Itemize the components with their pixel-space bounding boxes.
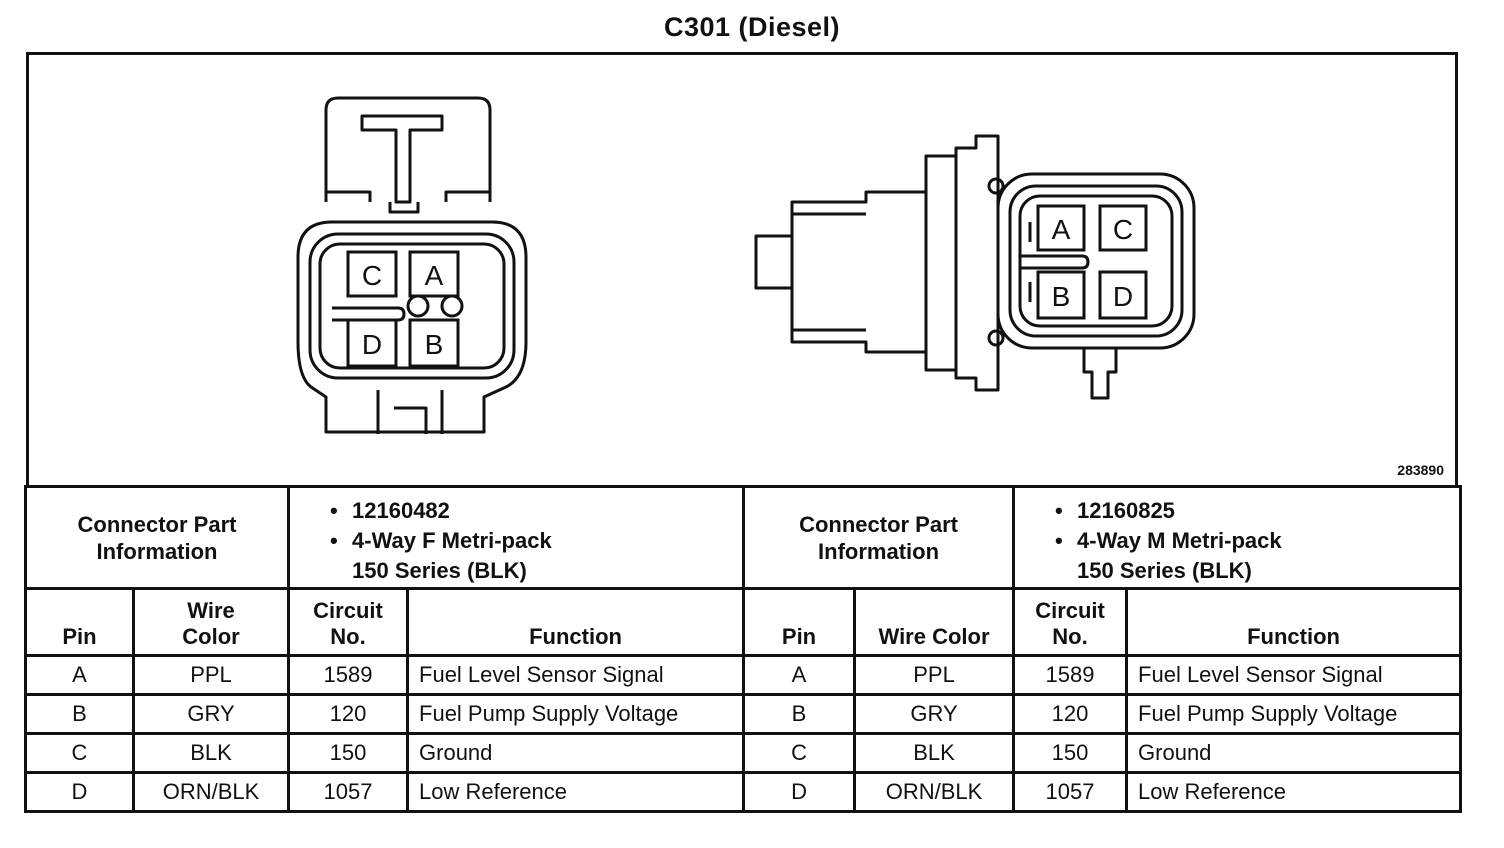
column-header-function: Function <box>406 587 746 657</box>
part-bullet: • 4-Way M Metri-pack 150 Series (BLK) <box>1021 526 1453 586</box>
function-cell: Ground <box>406 732 746 774</box>
column-header-circuit: Circuit No. <box>287 587 410 657</box>
circuit-cell: 150 <box>287 732 410 774</box>
male-cavity-boxes <box>1036 204 1148 320</box>
header-text: Circuit No. <box>313 598 383 649</box>
pin-cell: A <box>742 654 857 696</box>
header-text: Wire Color <box>182 598 240 649</box>
header-text: Wire Color <box>878 624 990 649</box>
bullet-icon: • <box>1055 498 1063 523</box>
table-row: C BLK 150 Ground C BLK 150 Ground <box>24 732 1463 774</box>
part-info-label: Connector Part Information <box>742 485 1016 590</box>
header-text: Circuit No. <box>1035 598 1105 649</box>
header-text: Function <box>529 624 622 649</box>
circuit-cell: 1589 <box>1012 654 1129 696</box>
column-header-wire-color: Wire Color <box>853 587 1016 657</box>
header-text: Pin <box>62 624 97 649</box>
header-text: Pin <box>781 624 817 649</box>
part-info-details: • 12160825 • 4-Way M Metri-pack 150 Seri… <box>1012 485 1463 590</box>
table-row: D ORN/BLK 1057 Low Reference D ORN/BLK 1… <box>24 771 1463 813</box>
column-header-circuit: Circuit No. <box>1012 587 1129 657</box>
wire-color-cell: GRY <box>853 693 1016 735</box>
pin-cell: C <box>742 732 857 774</box>
wire-color-cell: GRY <box>131 693 291 735</box>
function-cell: Low Reference <box>1125 771 1463 813</box>
connector-drawing: C A D B A C B D <box>296 96 1196 434</box>
column-header-wire-color: Wire Color <box>131 587 291 657</box>
function-cell: Low Reference <box>406 771 746 813</box>
cavity-label: D <box>1113 281 1133 312</box>
column-header-pin: Pin <box>742 587 857 657</box>
column-header-row: Pin Wire Color Circuit No. Function Pin … <box>24 587 1463 657</box>
circuit-cell: 150 <box>1012 732 1129 774</box>
wire-color-cell: ORN/BLK <box>853 771 1016 813</box>
circuit-cell: 1057 <box>1012 771 1129 813</box>
page-title: C301 (Diesel) <box>663 12 841 42</box>
wire-color-cell: BLK <box>131 732 291 774</box>
figure-number: 283890 <box>1397 462 1444 478</box>
diagram-frame <box>26 52 1458 486</box>
function-cell: Fuel Level Sensor Signal <box>406 654 746 696</box>
pin-cell: B <box>742 693 857 735</box>
pin-cell: A <box>24 654 135 696</box>
cavity-label: D <box>362 329 382 360</box>
circuit-cell: 1589 <box>287 654 410 696</box>
part-info-label-text: Connector Part Information <box>77 511 237 564</box>
bullet-icon: • <box>330 498 338 523</box>
bullet-icon: • <box>1055 528 1063 553</box>
header-text: Function <box>1247 624 1340 649</box>
cavity-label: C <box>362 260 382 291</box>
part-number: 12160825 <box>1077 498 1175 523</box>
part-bullet: • 12160482 <box>296 496 736 526</box>
cavity-label: B <box>425 329 444 360</box>
male-cavity-labels: A C B D <box>1052 214 1133 312</box>
table-row: A PPL 1589 Fuel Level Sensor Signal A PP… <box>24 654 1463 696</box>
wire-color-cell: ORN/BLK <box>131 771 291 813</box>
wire-color-cell: PPL <box>853 654 1016 696</box>
female-cavity-boxes <box>346 250 460 368</box>
bullet-icon: • <box>330 528 338 553</box>
circuit-cell: 120 <box>1012 693 1129 735</box>
pin-cell: D <box>24 771 135 813</box>
cavity-label: C <box>1113 214 1133 245</box>
part-info-label-text: Connector Part Information <box>799 511 958 564</box>
function-cell: Fuel Pump Supply Voltage <box>1125 693 1463 735</box>
part-number: 12160482 <box>352 498 450 523</box>
female-connector-outline <box>296 96 528 434</box>
pin-cell: C <box>24 732 135 774</box>
function-cell: Ground <box>1125 732 1463 774</box>
wire-color-cell: BLK <box>853 732 1016 774</box>
cavity-label: A <box>425 260 444 291</box>
circuit-cell: 1057 <box>287 771 410 813</box>
part-info-label: Connector Part Information <box>23 485 291 590</box>
function-cell: Fuel Level Sensor Signal <box>1125 654 1463 696</box>
wire-color-cell: PPL <box>131 654 291 696</box>
function-cell: Fuel Pump Supply Voltage <box>406 693 746 735</box>
part-bullet: • 12160825 <box>1021 496 1453 526</box>
part-bullet: • 4-Way F Metri-pack 150 Series (BLK) <box>296 526 736 586</box>
cavity-label: A <box>1052 214 1071 245</box>
part-description: 4-Way M Metri-pack 150 Series (BLK) <box>1077 528 1282 583</box>
male-connector-outline <box>754 134 1196 400</box>
part-info-row: Connector Part Information • 12160482 • … <box>23 485 1463 590</box>
circuit-cell: 120 <box>287 693 410 735</box>
part-description: 4-Way F Metri-pack 150 Series (BLK) <box>352 528 552 583</box>
pin-cell: D <box>742 771 857 813</box>
female-cavity-labels: C A D B <box>362 260 444 360</box>
table-row: B GRY 120 Fuel Pump Supply Voltage B GRY… <box>24 693 1463 735</box>
cavity-label: B <box>1052 281 1071 312</box>
column-header-function: Function <box>1125 587 1463 657</box>
part-info-details: • 12160482 • 4-Way F Metri-pack 150 Seri… <box>287 485 746 590</box>
pin-cell: B <box>24 693 135 735</box>
column-header-pin: Pin <box>24 587 135 657</box>
pinout-table: Connector Part Information • 12160482 • … <box>23 485 1463 813</box>
